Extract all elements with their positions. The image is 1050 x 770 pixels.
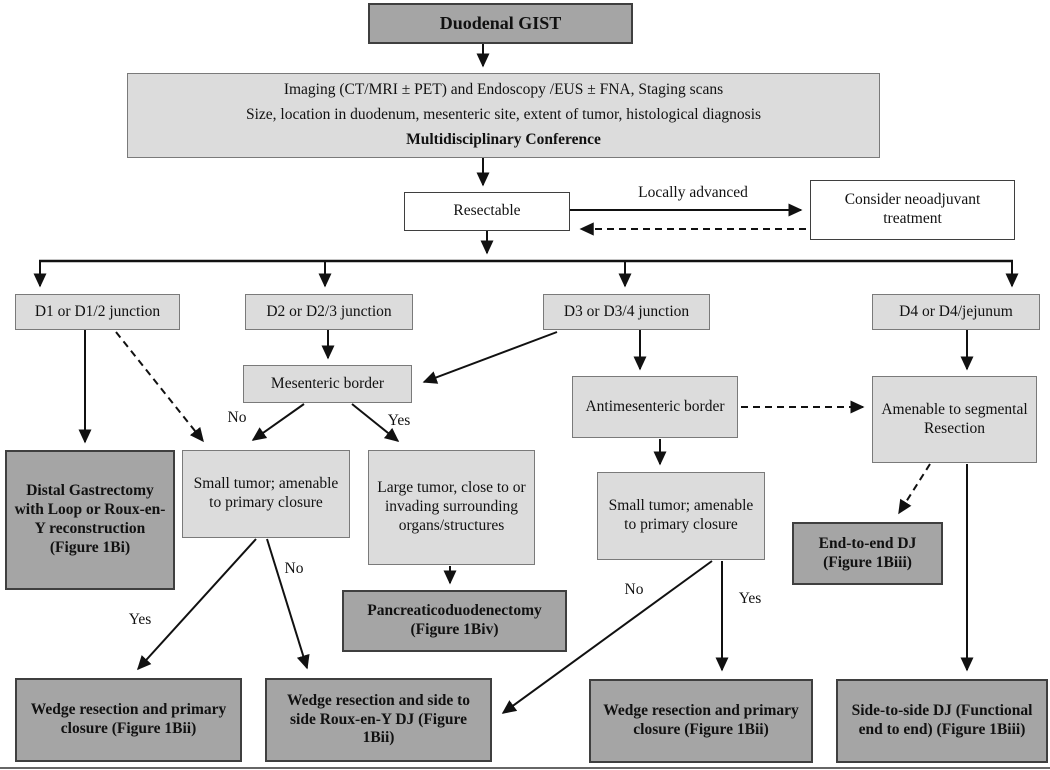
edge-label-mesenteric-yes: Yes (387, 412, 411, 429)
node-wedge-primary-left: Wedge resection and primary closure (Fig… (15, 678, 242, 762)
edge-label-small-left-yes: Yes (128, 611, 152, 628)
node-wedge-primary-right: Wedge resection and primary closure (Fig… (589, 679, 813, 763)
node-antimesenteric-border: Antimesenteric border (572, 376, 738, 438)
node-d2: D2 or D2/3 junction (245, 294, 413, 330)
node-duodenal-gist: Duodenal GIST (368, 3, 633, 44)
node-d4: D4 or D4/jejunum (872, 294, 1040, 330)
edge-label-small-right-no: No (624, 581, 644, 598)
node-pancreaticoduodenectomy: Pancreaticoduodenectomy (Figure 1Biv) (342, 590, 567, 652)
node-side-to-side-dj: Side-to-side DJ (Functional end to end) … (836, 679, 1048, 763)
node-end-to-end-dj: End-to-end DJ (Figure 1Biii) (792, 522, 943, 585)
node-resectable: Resectable (404, 192, 570, 231)
node-workup: Imaging (CT/MRI ± PET) and Endoscopy /EU… (127, 73, 880, 158)
node-d1: D1 or D1/2 junction (15, 294, 180, 330)
edge-label-small-right-yes: Yes (738, 590, 762, 607)
node-wedge-side-to-side: Wedge resection and side to side Roux-en… (265, 678, 492, 762)
edge-label-small-left-no: No (284, 560, 304, 577)
edge-label-locally-advanced: Locally advanced (638, 184, 748, 201)
node-amenable-segmental-resection: Amenable to segmental Resection (872, 376, 1037, 463)
node-consider-neoadjuvant: Consider neoadjuvant treatment (810, 180, 1015, 240)
node-small-tumor-right: Small tumor; amenable to primary closure (597, 472, 765, 560)
connector-lines (0, 44, 1050, 769)
workup-line-1: Imaging (CT/MRI ± PET) and Endoscopy /EU… (283, 81, 724, 99)
node-small-tumor-left: Small tumor; amenable to primary closure (182, 450, 350, 538)
node-mesenteric-border: Mesenteric border (243, 365, 412, 403)
node-large-tumor: Large tumor, close to or invading surrou… (368, 450, 535, 565)
node-d3: D3 or D3/4 junction (543, 294, 710, 330)
node-distal-gastrectomy: Distal Gastrectomy with Loop or Roux-en-… (5, 450, 175, 590)
edge-label-mesenteric-no: No (227, 409, 247, 426)
workup-line-2: Size, location in duodenum, mesenteric s… (245, 106, 762, 124)
workup-line-3: Multidisciplinary Conference (406, 130, 601, 148)
